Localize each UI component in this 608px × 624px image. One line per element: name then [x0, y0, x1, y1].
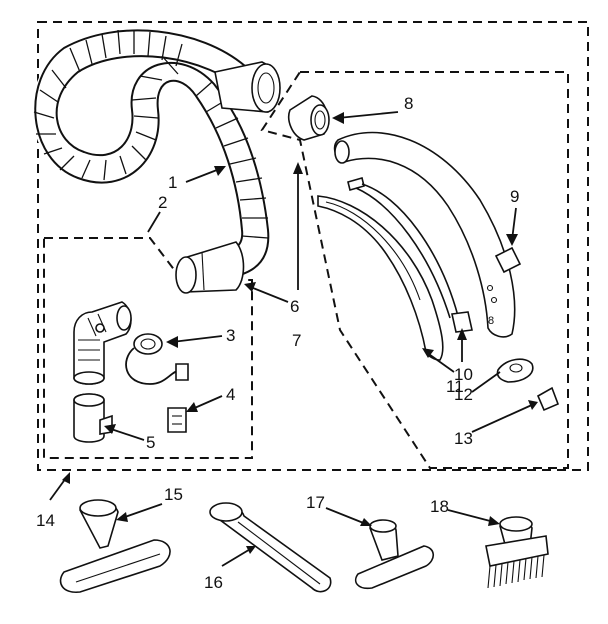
arrow-16 [246, 546, 256, 554]
switch [288, 95, 330, 141]
bracket [496, 358, 534, 383]
dusting-brush [485, 516, 549, 589]
arrow-3 [166, 336, 178, 348]
callout-17: 17 [306, 493, 325, 512]
leader-3 [171, 335, 223, 343]
swivel-elbow [73, 301, 132, 385]
inner-hose-kit-boundary [43, 237, 253, 459]
leader-6a [247, 285, 289, 303]
handle-kit-boundary [260, 71, 569, 469]
leader-16 [221, 547, 253, 567]
callout-11: 11 [446, 377, 464, 396]
leader-18 [447, 509, 495, 523]
arrow-8 [332, 112, 344, 124]
callout-2: 2 [158, 193, 167, 212]
arrow-1 [214, 166, 226, 176]
wiring [347, 177, 473, 333]
leader-lines [49, 111, 538, 567]
callout-14: 14 [36, 511, 55, 530]
svg-text:8: 8 [488, 315, 494, 327]
leader-8 [337, 111, 399, 119]
callout-12: 12 [454, 385, 473, 404]
arrow-4 [186, 402, 198, 412]
hose-cuff [175, 241, 245, 294]
callout-16: 16 [204, 573, 223, 592]
callout-15: 15 [164, 485, 183, 504]
leader-12 [471, 371, 501, 393]
leader-14 [49, 477, 67, 501]
latch [167, 407, 187, 433]
leader-5 [107, 427, 145, 441]
callout-9: 9 [510, 187, 519, 206]
crevice-tool [209, 502, 332, 593]
clip [536, 386, 560, 412]
arrow-11 [422, 348, 434, 358]
arrow-10 [457, 328, 467, 340]
callout-8: 8 [404, 94, 413, 113]
arrow-6a [244, 282, 256, 292]
adapter [73, 393, 113, 443]
arrow-6b [293, 162, 303, 174]
handle-grip: 8 [333, 131, 516, 338]
leader-13 [471, 403, 535, 433]
callout-18: 18 [430, 497, 449, 516]
hose [31, 29, 281, 279]
arrow-5 [104, 424, 116, 434]
handle-tube [317, 195, 444, 361]
callout-6: 6 [290, 297, 299, 316]
callout-4: 4 [226, 385, 235, 404]
callout-1: 1 [168, 173, 177, 192]
upholstery-tool [59, 499, 171, 593]
arrow-13 [528, 400, 538, 410]
leader-15 [121, 503, 163, 519]
switch-cap [494, 246, 522, 274]
leader-2 [147, 211, 161, 233]
arrow-17 [360, 518, 372, 526]
callout-3: 3 [226, 326, 235, 345]
cord-clip [125, 333, 189, 385]
callout-7: 7 [292, 331, 301, 350]
arrow-18 [488, 516, 500, 526]
small-nozzle [354, 519, 435, 590]
arrow-9 [506, 234, 518, 246]
arrow-15 [116, 512, 128, 522]
callout-13: 13 [454, 429, 473, 448]
leader-17 [325, 507, 367, 525]
arrow-14 [62, 472, 70, 484]
callout-5: 5 [146, 433, 155, 452]
leader-11 [425, 351, 455, 373]
callout-10: 10 [454, 365, 473, 384]
outer-kit-boundary [37, 21, 589, 471]
